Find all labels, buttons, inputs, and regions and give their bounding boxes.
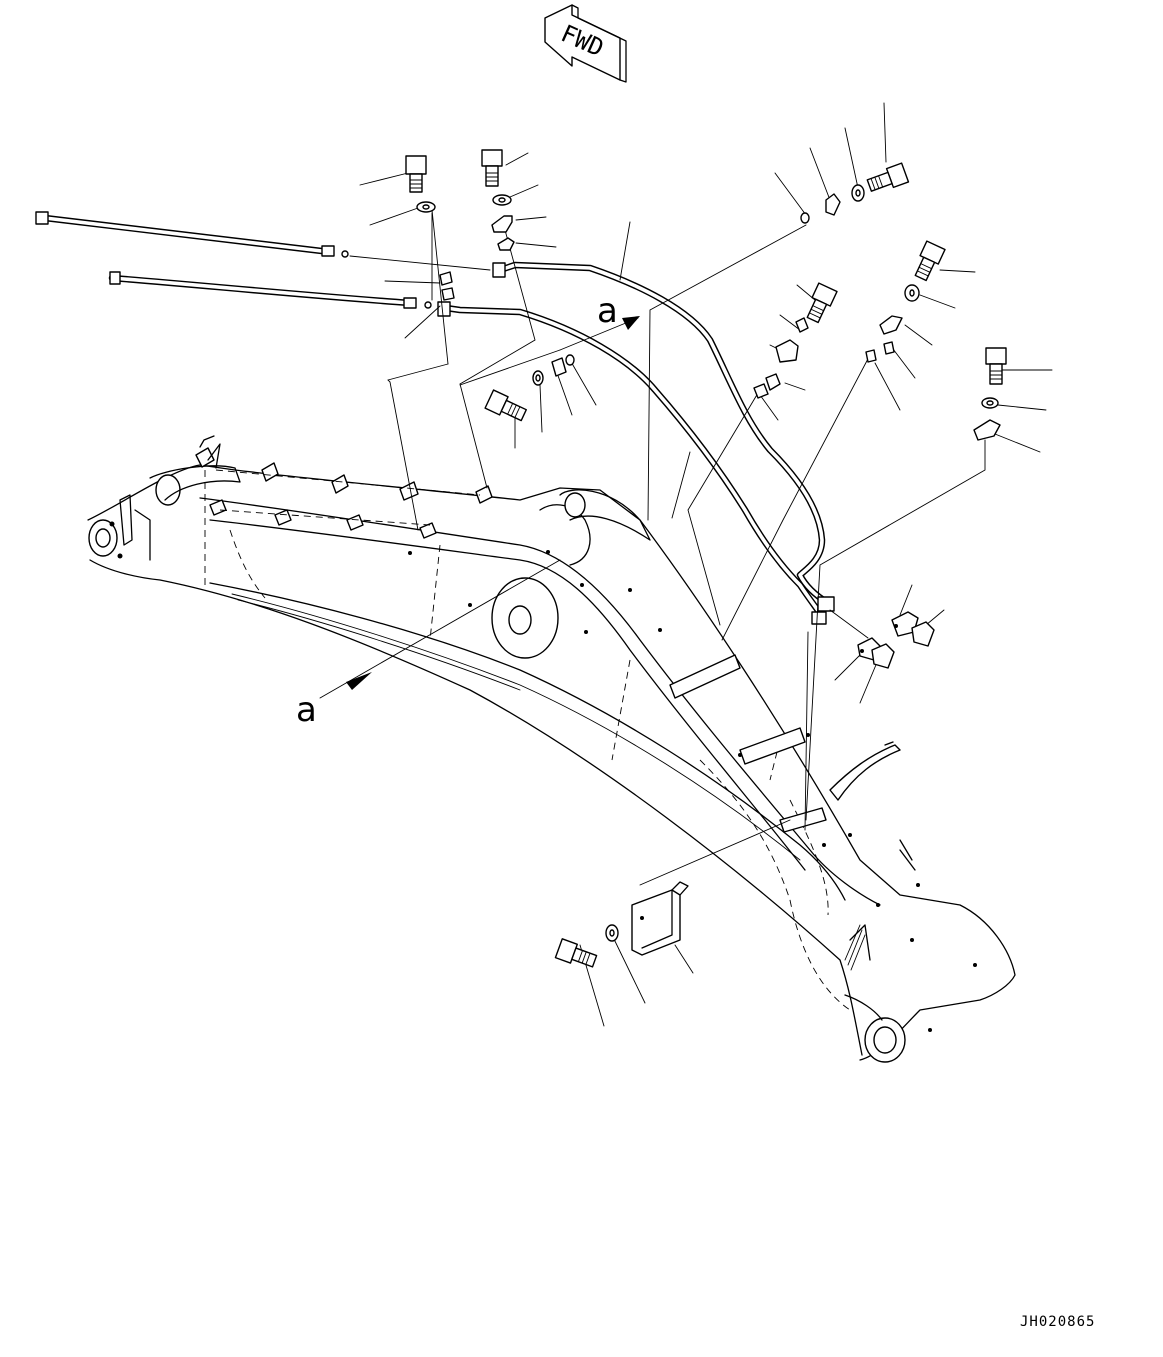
fwd-arrow-icon: FWD — [544, 4, 627, 83]
hydraulic-tubes — [35, 211, 835, 625]
leader-lines — [319, 102, 1053, 1027]
clamp-icon — [439, 193, 1001, 669]
washer-icon — [416, 184, 999, 942]
boom-structure — [87, 435, 1016, 1063]
cover-plate-icon — [631, 881, 689, 956]
view-label-lower: a — [296, 690, 317, 730]
drawing-code: JH020865 — [1020, 1314, 1095, 1330]
view-label-upper: a — [597, 291, 618, 331]
hex-bolt-icon — [405, 149, 1007, 968]
